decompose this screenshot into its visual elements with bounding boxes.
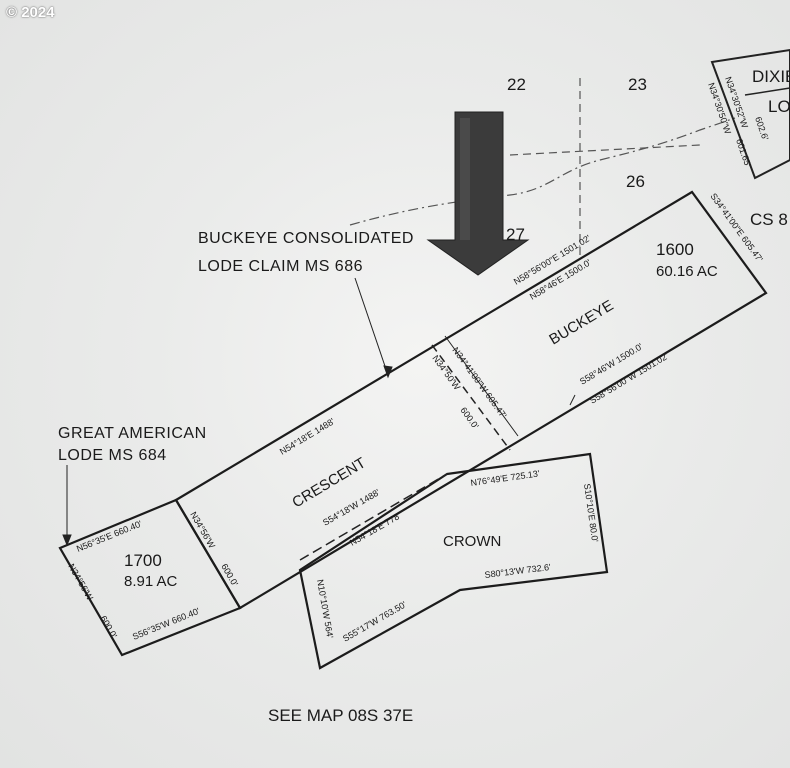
boundary-dashdot bbox=[349, 117, 736, 226]
section-23: 23 bbox=[628, 75, 647, 94]
great-american-line2: LODE MS 684 bbox=[58, 447, 167, 464]
bearing-19: 600.0' bbox=[219, 562, 240, 588]
parcel-1600-acres: 60.16 AC bbox=[656, 263, 718, 280]
great-american-line1: GREAT AMERICAN bbox=[58, 425, 207, 442]
bearing-14: S80°13'W 732.6' bbox=[484, 562, 552, 580]
crown-parcel bbox=[298, 452, 609, 670]
dixie-label: DIXIE bbox=[752, 67, 790, 86]
section-26: 26 bbox=[626, 172, 645, 191]
bearing-17: N56°35'E 660.40' bbox=[75, 518, 144, 553]
buckeye-name: BUCKEYE bbox=[546, 297, 616, 349]
parcel-1700-number: 1700 bbox=[124, 551, 162, 570]
copyright-watermark: © 2024 bbox=[6, 4, 55, 21]
leaders bbox=[62, 277, 393, 547]
parcel-1600-number: 1600 bbox=[656, 240, 694, 259]
crown-dashed-edge bbox=[299, 473, 448, 561]
bearing-21: 600.0' bbox=[98, 614, 119, 640]
parcel-1700-acres: 8.91 AC bbox=[124, 573, 178, 590]
buckeye-claim-line1: BUCKEYE CONSOLIDATED bbox=[198, 230, 414, 247]
section-27: 27 bbox=[506, 225, 525, 244]
see-map-label: SEE MAP 08S 37E bbox=[268, 706, 413, 725]
section-lines bbox=[349, 78, 736, 255]
bearing-20: N34°56'W bbox=[66, 562, 95, 602]
parcel-1700 bbox=[58, 498, 242, 657]
bearing-12: N76°49'E 725.13' bbox=[470, 468, 541, 488]
bearing-8: 600.0' bbox=[458, 405, 481, 431]
bearing-dixie-2: 602.6' bbox=[753, 115, 770, 141]
north-arrow bbox=[426, 111, 530, 276]
bearing-16: N10°10'W 564' bbox=[315, 579, 335, 640]
buckeye-claim-line2: LODE CLAIM MS 686 bbox=[198, 258, 363, 275]
cs-label: CS 8 bbox=[750, 210, 788, 229]
lo-label: LO bbox=[768, 97, 790, 116]
dixie-parcel: DIXIE LO N34°30'52"W 602.6' N34°30'50"W … bbox=[706, 48, 790, 180]
crown-name: CROWN bbox=[443, 533, 501, 550]
divider-solid bbox=[444, 335, 519, 437]
divider-dashed bbox=[431, 344, 511, 451]
section-22: 22 bbox=[507, 75, 526, 94]
bearing-11: N54°18'E 778' bbox=[348, 510, 403, 547]
bearing-dixie-4: 601.65' bbox=[734, 137, 753, 168]
section-line-horizontal bbox=[509, 144, 701, 156]
